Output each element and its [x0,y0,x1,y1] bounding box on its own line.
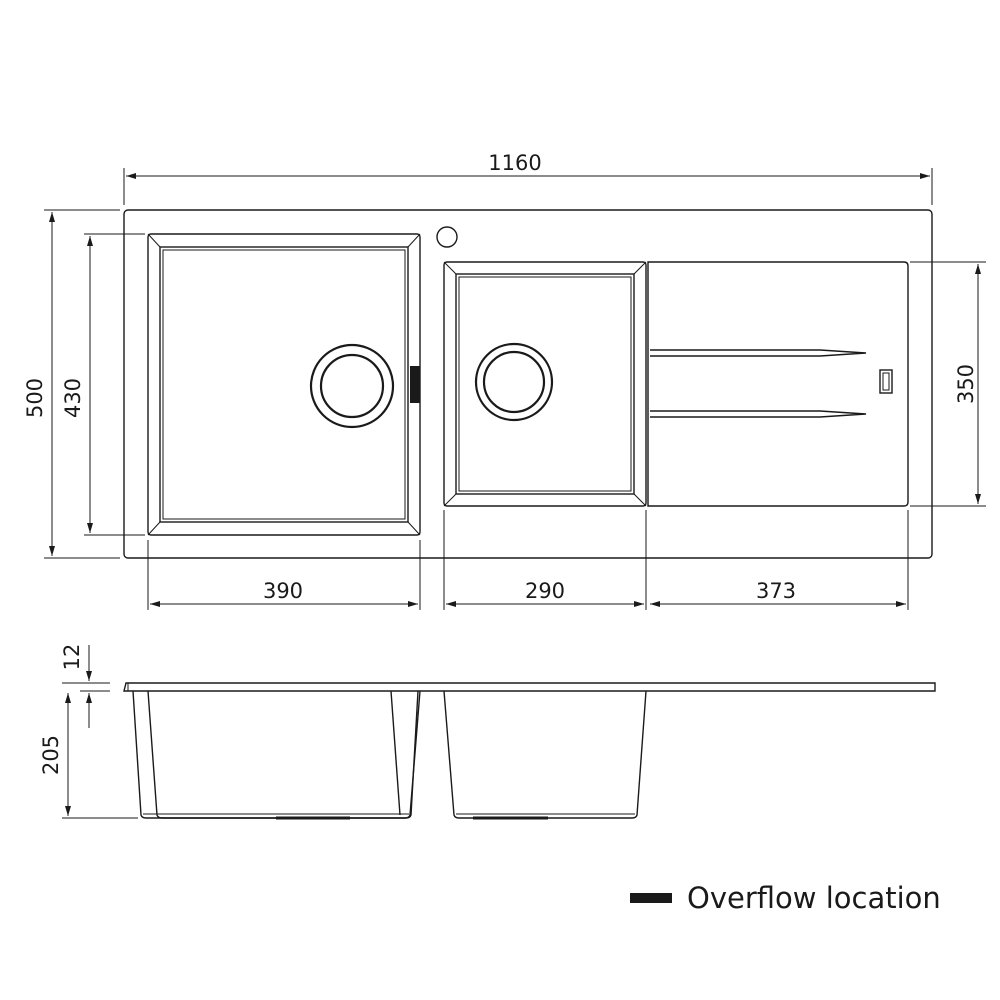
width-label: 1160 [488,151,541,175]
sub-width-dimensions: 390 290 373 [147,510,909,610]
rim-thickness-dimension: 12 [60,644,110,728]
right-bowl [443,261,647,507]
bowl-height-label: 205 [39,735,63,775]
side-view [123,682,936,820]
drainer-depth-label: 350 [954,364,978,404]
drainer-depth-dimension: 350 [910,261,986,507]
rim-thickness-label: 12 [60,644,84,671]
left-bowl-width-label: 390 [263,579,303,603]
right-bowl-width-label: 290 [525,579,565,603]
drain-icon [474,342,554,422]
overflow-legend-label: Overflow location [687,881,941,915]
legend: Overflow location [630,881,941,915]
bowl-depth-label: 430 [61,378,85,418]
tap-hole-icon [436,226,458,248]
top-view [123,209,933,559]
overflow-legend-swatch [630,893,672,903]
depth-label: 500 [23,378,47,418]
width-dimension: 1160 [123,151,933,205]
overflow-marker [410,366,420,403]
drainer-width-label: 373 [756,579,796,603]
drain-icon [309,343,395,429]
left-bowl [147,233,421,536]
drainer [647,261,909,507]
bowl-height-dimension: 205 [39,693,138,819]
depth-dimension: 500 [23,209,120,559]
bowl-depth-dimension: 430 [61,233,145,536]
sink-outline [123,209,933,559]
side-view-bowls [147,690,647,820]
